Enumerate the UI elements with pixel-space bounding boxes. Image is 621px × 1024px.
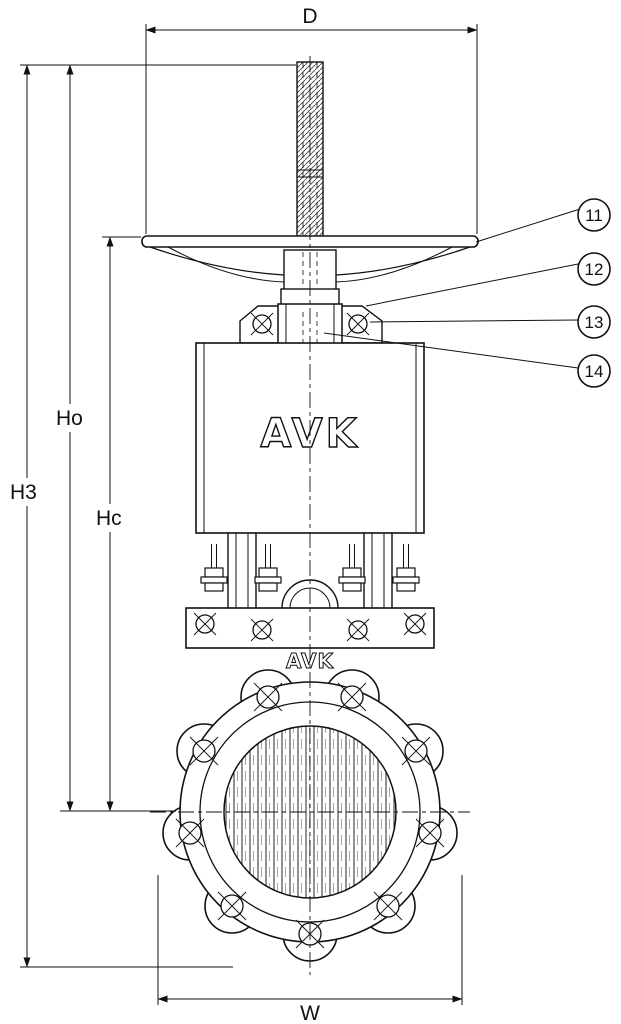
brand-logo-body: AVK xyxy=(260,411,359,457)
bolt-hole xyxy=(415,818,445,848)
callout-label: 13 xyxy=(585,313,604,332)
callout-bubble xyxy=(577,305,611,339)
centerlines xyxy=(150,56,470,975)
dimension-w: W xyxy=(157,875,463,1024)
stud-bolt xyxy=(392,543,420,592)
dimension-label-hc: Hc xyxy=(96,507,122,530)
callout-label: 12 xyxy=(585,260,604,279)
stud-bolt xyxy=(338,543,366,592)
callout-bubble xyxy=(577,252,611,286)
bolt-hole xyxy=(401,736,431,766)
bonnet-bolt xyxy=(250,618,274,642)
callout-14: 14 xyxy=(323,332,611,388)
dimension-hc: Hc xyxy=(92,236,141,812)
callout-13: 13 xyxy=(369,305,611,339)
stud-bolt xyxy=(200,543,228,592)
callout-11: 11 xyxy=(475,198,611,243)
dimension-label-w: W xyxy=(300,1002,320,1024)
bolt-hole xyxy=(337,682,367,712)
bolt-hole xyxy=(217,891,247,921)
bolt-hole xyxy=(189,736,219,766)
bolt-hole xyxy=(373,891,403,921)
callout-bubble xyxy=(577,198,611,232)
dimension-label-h3: H3 xyxy=(10,481,37,504)
callout-12: 12 xyxy=(365,252,611,307)
yoke-bolt-left xyxy=(250,312,274,336)
dimension-label-ho: Ho xyxy=(56,407,83,430)
callout-label: 14 xyxy=(585,362,604,381)
bonnet-bolt xyxy=(403,612,427,636)
dimension-label-d: D xyxy=(302,5,317,28)
yoke-bolt-right xyxy=(346,312,370,336)
bonnet-bolt xyxy=(193,612,217,636)
stud-bolt xyxy=(254,543,282,592)
dimension-h3: H3 xyxy=(6,64,296,968)
callout-bubble xyxy=(577,354,611,388)
callout-label: 11 xyxy=(585,206,603,225)
bolt-hole xyxy=(253,682,283,712)
dimension-ho: Ho xyxy=(52,64,176,812)
dimension-d: D xyxy=(145,5,478,234)
bonnet-bolt xyxy=(346,618,370,642)
bolt-hole xyxy=(175,818,205,848)
